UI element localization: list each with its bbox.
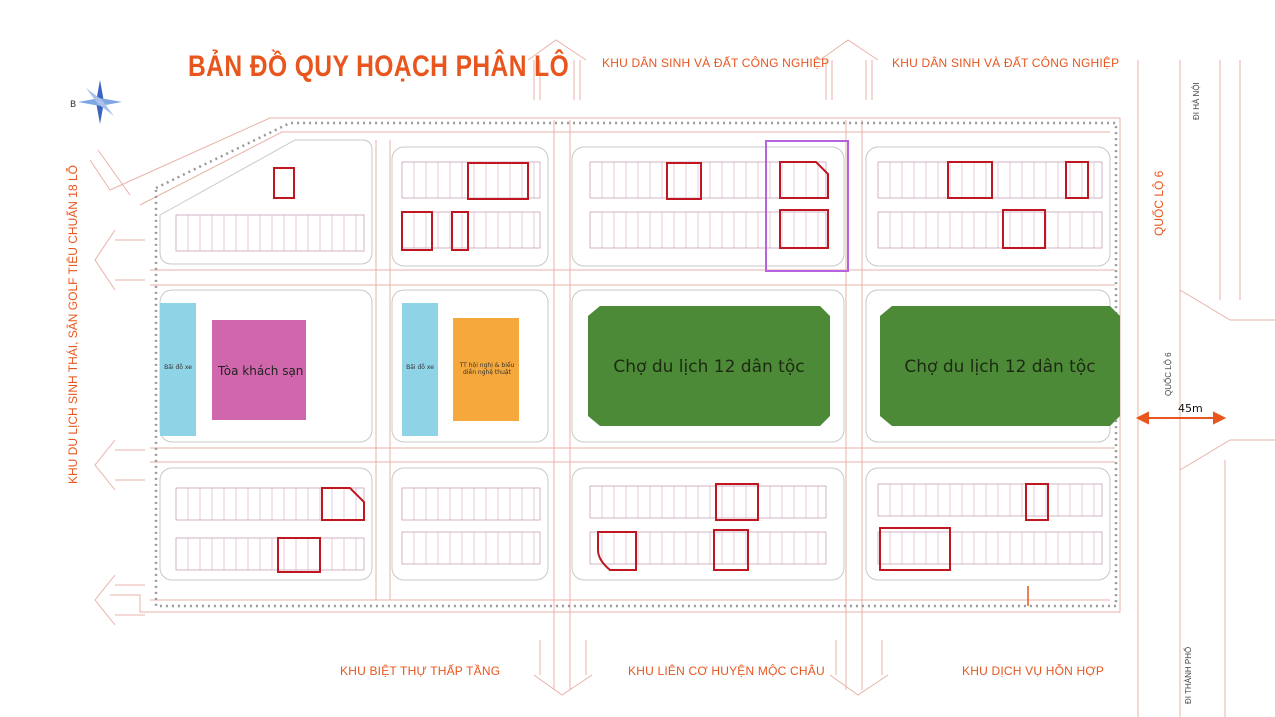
hotel-label: Tòa khách sạn xyxy=(218,364,304,378)
lot-dividers xyxy=(187,162,1095,570)
red-lots xyxy=(273,161,1089,573)
map-title: BẢN ĐỒ QUY HOẠCH PHÂN LÔ xyxy=(188,50,570,83)
parking-label-2: Bãi đỗ xe xyxy=(406,364,434,371)
zone-top-right: KHU DÂN SINH VÀ ĐẤT CÔNG NGHIỆP xyxy=(892,56,1120,70)
gates xyxy=(89,39,889,696)
market-block-1 xyxy=(588,306,830,426)
art-center-block xyxy=(453,318,519,421)
road-thanh-pho-label: ĐI THÀNH PHỐ xyxy=(1184,646,1193,704)
road-width-label: 45m xyxy=(1178,402,1203,415)
zone-right-side: QUỐC LỘ 6 xyxy=(1152,170,1166,236)
zone-bottom-center: KHU LIÊN CƠ HUYỆN MỘC CHÂU xyxy=(628,664,825,678)
parking-label-1: Bãi đỗ xe xyxy=(164,364,192,371)
road-ql6-label: QUỐC LỘ 6 xyxy=(1164,352,1173,396)
market-label-1: Chợ du lịch 12 dân tộc xyxy=(613,357,805,377)
zone-left-side: KHU DU LỊCH SINH THÁI, SÂN GOLF TIÊU CHU… xyxy=(66,165,80,484)
road-ha-noi-label: ĐI HÀ NỘI xyxy=(1192,82,1201,120)
compass-letter: B xyxy=(70,100,77,110)
highlight-box xyxy=(765,140,849,272)
market-label-2: Chợ du lịch 12 dân tộc xyxy=(904,357,1096,377)
road-width-arrow xyxy=(1135,411,1227,425)
lot-strips xyxy=(175,161,1103,571)
block-outlines xyxy=(159,139,1111,581)
art-center-label: TT hội nghị & biểu diễn nghệ thuật xyxy=(459,362,515,376)
zone-top-left: KHU DÂN SINH VÀ ĐẤT CÔNG NGHIỆP xyxy=(602,56,830,70)
zone-bottom-right: KHU DỊCH VỤ HỖN HỢP xyxy=(962,664,1105,678)
compass-icon xyxy=(78,80,122,124)
market-block-2 xyxy=(880,306,1120,426)
zone-bottom-left: KHU BIỆT THỰ THẤP TẦNG xyxy=(340,664,501,678)
road-network xyxy=(109,60,1275,717)
parking-area-2 xyxy=(402,303,438,436)
parking-area-1 xyxy=(160,303,196,436)
hotel-block xyxy=(212,320,306,420)
